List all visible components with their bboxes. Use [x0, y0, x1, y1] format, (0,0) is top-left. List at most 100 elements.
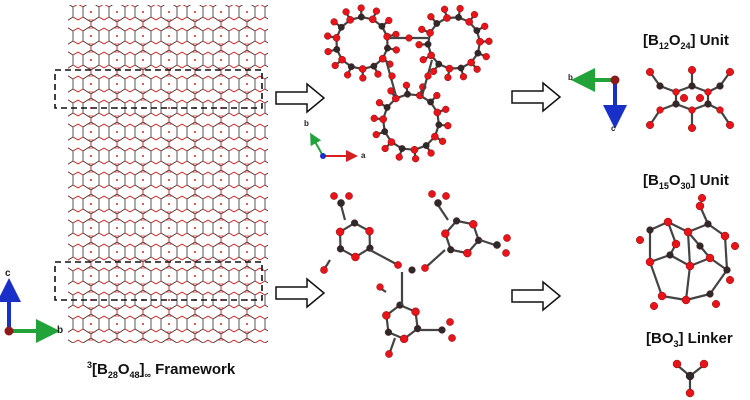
bond: [388, 337, 397, 353]
bond: [437, 204, 449, 221]
oxygen-atom: [433, 108, 442, 117]
oxygen-atom: [716, 106, 724, 114]
axis-label-b: b: [57, 325, 64, 336]
axis-triad-icon: [310, 132, 358, 162]
oxygen-atom: [672, 359, 682, 369]
oxygen-atom: [444, 73, 452, 82]
boron-atom: [378, 22, 386, 30]
boron-atom: [383, 103, 391, 111]
boron-atom: [337, 199, 345, 207]
oxygen-atom: [459, 73, 468, 81]
oxygen-atom: [481, 22, 489, 30]
dashed-box-top: [54, 69, 263, 109]
oxygen-atom: [467, 58, 475, 67]
boron-atom: [666, 251, 674, 259]
boron-atom: [427, 98, 434, 106]
oxygen-atom: [335, 227, 345, 237]
oxygen-atom: [374, 70, 382, 78]
oxygen-atom: [379, 115, 387, 124]
axis-label-b-top: b: [304, 119, 309, 128]
oxygen-atom: [720, 231, 730, 241]
axis-label-a-top: a: [361, 151, 366, 160]
oxygen-atom: [424, 72, 432, 80]
boron-atom: [433, 20, 441, 27]
oxygen-atom: [331, 61, 339, 70]
boron-atom: [422, 142, 430, 149]
oxygen-atom: [688, 123, 697, 132]
oxygen-atom: [726, 67, 735, 76]
oxygen-atom: [442, 105, 450, 113]
oxygen-atom: [688, 106, 696, 114]
oxygen-atom: [411, 307, 420, 316]
boron-atom: [381, 128, 389, 135]
bond: [684, 265, 692, 301]
boron-atom: [336, 245, 345, 253]
boron-atom: [706, 290, 714, 298]
oxygen-atom: [645, 257, 655, 267]
axis-label-c-unit: c: [611, 124, 616, 133]
bond: [648, 261, 664, 297]
oxygen-atom: [503, 234, 511, 242]
oxygen-atom: [650, 302, 659, 311]
boron-atom: [656, 82, 664, 90]
oxygen-atom: [392, 30, 400, 38]
oxygen-atom: [438, 137, 447, 145]
oxygen-atom: [465, 18, 473, 26]
oxygen-atom: [427, 13, 435, 21]
dashed-box-bottom: [54, 261, 263, 301]
boron-atom: [357, 13, 365, 21]
oxygen-atom: [365, 226, 374, 236]
oxygen-atom: [410, 145, 419, 154]
oxygen-atom: [372, 131, 380, 139]
boron-atom: [384, 44, 391, 52]
oxygen-atom: [657, 291, 667, 301]
hollow-arrow-icon: [275, 81, 562, 312]
oxygen-atom: [421, 264, 429, 272]
oxygen-atom: [358, 65, 367, 73]
oxygen-atom: [671, 239, 681, 249]
oxygen-atom: [429, 67, 438, 75]
oxygen-atom: [485, 37, 493, 45]
oxygen-atom: [332, 34, 341, 42]
oxygen-atom: [663, 217, 673, 227]
oxygen-atom: [395, 153, 403, 161]
boron-atom: [447, 246, 455, 254]
oxygen-atom: [456, 4, 464, 13]
boron-atom: [696, 242, 704, 250]
boron-atom: [457, 64, 465, 72]
boron-atom: [384, 328, 393, 336]
oxygen-atom: [502, 249, 510, 257]
boron-atom: [424, 40, 432, 48]
oxygen-atom: [387, 138, 396, 146]
oxygen-atom: [370, 114, 378, 122]
oxygen-atom: [427, 149, 435, 157]
bond: [723, 235, 729, 271]
boron-atom: [408, 266, 416, 274]
boron-atom: [435, 121, 443, 129]
oxygen-atom: [444, 122, 452, 130]
boron-atom: [398, 145, 406, 152]
oxygen-atom: [463, 248, 472, 258]
oxygen-atom: [688, 65, 697, 74]
oxygen-atom: [330, 192, 338, 200]
boron-atom: [688, 82, 696, 90]
oxygen-atom: [411, 155, 420, 163]
oxygen-atom: [685, 388, 695, 398]
oxygen-atom: [381, 144, 389, 153]
oxygen-atom: [351, 252, 360, 262]
oxygen-atom: [415, 41, 423, 49]
boron-atom: [685, 371, 695, 381]
boron-atom: [716, 82, 724, 90]
bond: [479, 238, 496, 247]
oxygen-atom: [441, 229, 450, 238]
boron-atom: [434, 199, 442, 207]
boron-atom: [672, 100, 680, 108]
oxygen-atom: [646, 67, 655, 76]
oxygen-atom: [324, 32, 332, 40]
oxygen-atom: [656, 106, 664, 114]
oxygen-atom: [399, 334, 409, 344]
oxygen-atom: [482, 53, 490, 61]
bond: [324, 259, 331, 269]
oxygen-atom: [443, 14, 451, 22]
